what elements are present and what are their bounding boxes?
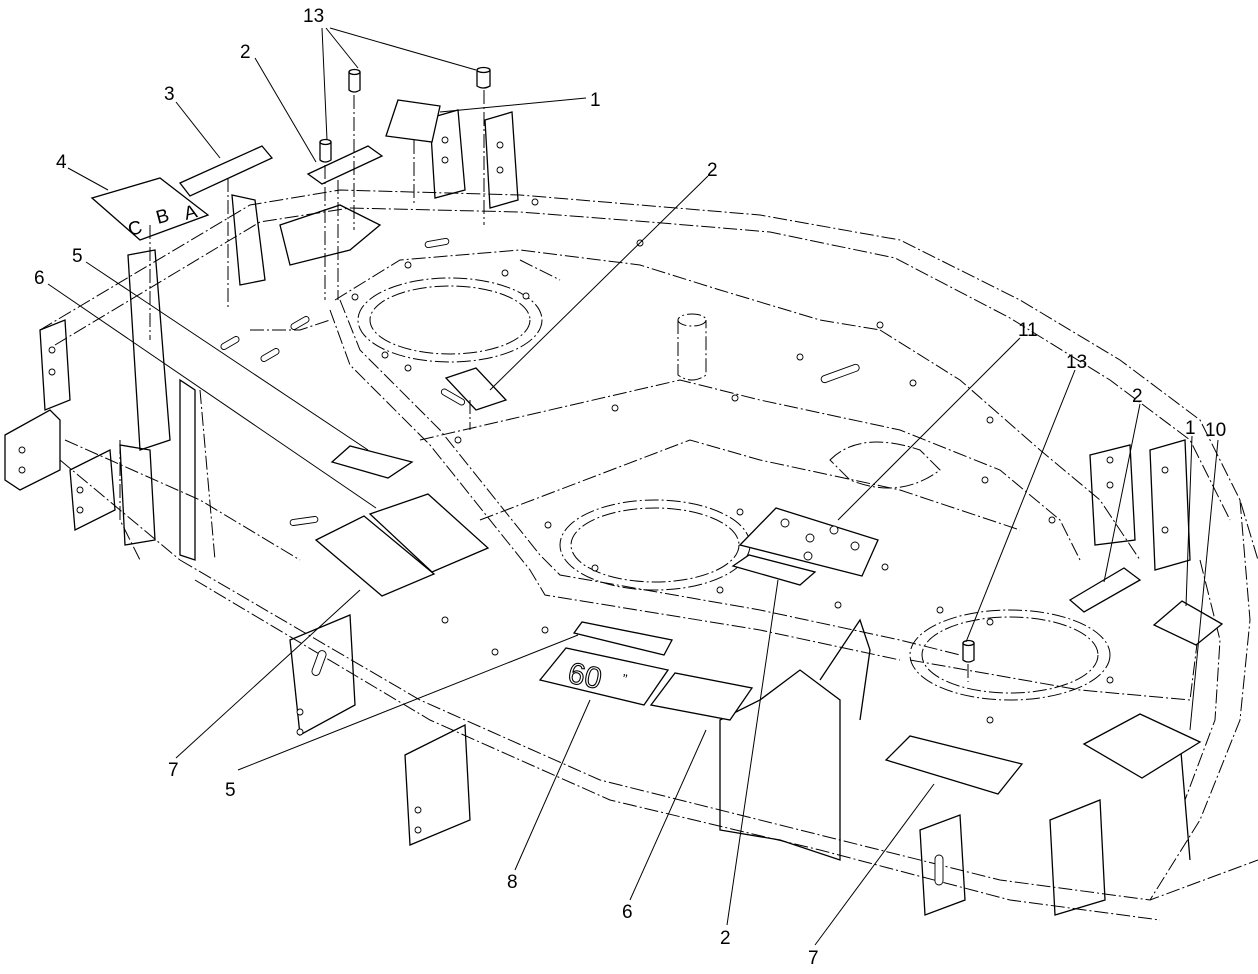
decal-8-size-text: 60 [565, 657, 605, 696]
decal-7-bottom [884, 735, 1024, 795]
decal-4-letter-a: A [182, 201, 200, 225]
callout-4: 4 [56, 152, 67, 173]
decal-4-letter-c: C [126, 217, 145, 241]
decal-10 [1082, 713, 1202, 779]
decal-4-letter-b: B [154, 205, 172, 229]
decal-2-center-right [731, 554, 817, 586]
decal-6-left [368, 493, 490, 573]
callout-5-left: 5 [72, 246, 83, 267]
decal-4-height-chart [90, 177, 210, 241]
callout-labels: 13 1 2 3 4 2 5 6 11 13 2 1 10 7 5 8 6 2 … [34, 6, 1226, 969]
pin-right [962, 639, 975, 682]
callout-13-right: 13 [1066, 352, 1087, 373]
callout-3: 3 [164, 84, 175, 105]
install-lines [149, 140, 471, 430]
deck-slots [220, 237, 860, 526]
pin-top-left [319, 138, 332, 300]
callout-10: 10 [1205, 420, 1226, 441]
decal-6-bottom [649, 672, 754, 721]
callout-2-right: 2 [1132, 386, 1143, 407]
callout-8: 8 [507, 872, 518, 893]
callout-2-bottom: 2 [720, 928, 731, 949]
decal-1-top [385, 99, 441, 143]
decal-2-upper-left [306, 145, 384, 185]
decal-8-deck-size [538, 647, 670, 706]
decal-8-unit-text: ” [621, 671, 629, 688]
callout-13-top: 13 [303, 6, 324, 27]
callout-7-left: 7 [168, 760, 179, 781]
decal-3 [178, 145, 274, 197]
deck-outline [39, 189, 1258, 921]
pin-top-right [476, 66, 491, 225]
decal-5-bottom [572, 621, 673, 656]
callout-11: 11 [1018, 320, 1038, 341]
decal-2-right [1068, 567, 1142, 613]
callout-2-center: 2 [707, 160, 718, 181]
callout-2-upper-left: 2 [240, 42, 251, 63]
mounting-holes [351, 198, 1114, 724]
decal-2-center [444, 367, 508, 411]
decal-7-left [314, 515, 436, 597]
decals: A B C 60 ” [90, 99, 1224, 795]
callout-6-bottom: 6 [622, 902, 633, 923]
blade-openings [357, 259, 1111, 701]
callout-1-right: 1 [1185, 418, 1196, 439]
decal-1-right [1152, 600, 1224, 646]
side-brackets [4, 109, 1191, 916]
leader-lines [47, 27, 1219, 946]
callout-7-bottom: 7 [808, 948, 819, 969]
decal-5-left [330, 445, 414, 479]
callout-1-top: 1 [590, 90, 601, 111]
callout-5-bottom: 5 [225, 780, 236, 801]
pin-top-middle [348, 68, 361, 230]
spindle-post [677, 313, 707, 381]
callout-6-left: 6 [34, 268, 45, 289]
pins [319, 66, 975, 682]
